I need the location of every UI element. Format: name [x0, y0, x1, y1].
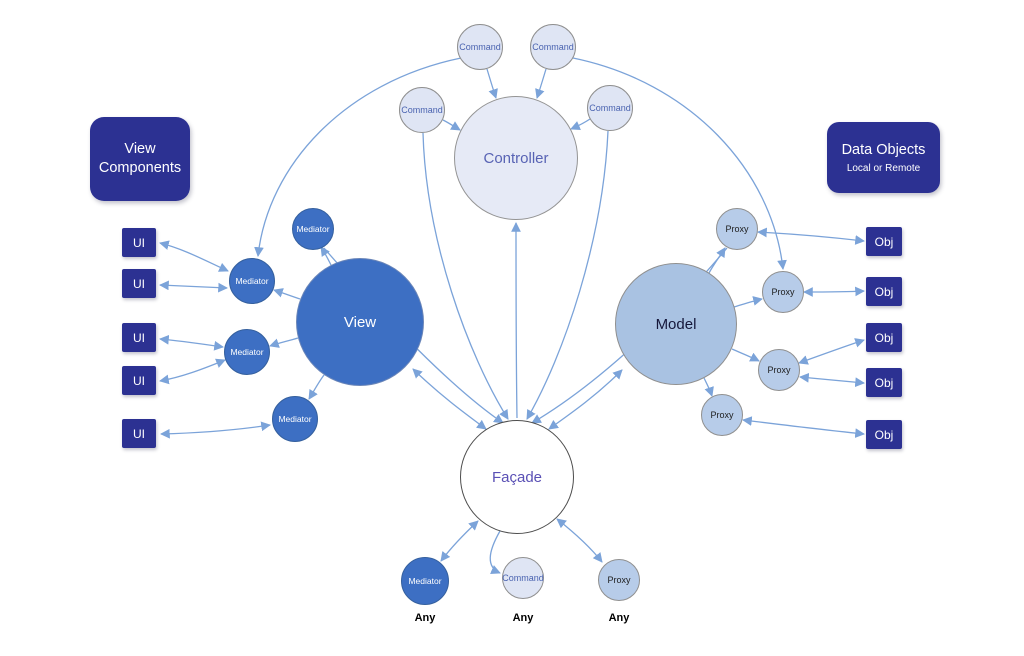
any-proxy-node: Proxy: [598, 559, 640, 601]
obj-tile: Obj: [866, 277, 902, 306]
command-node: Command: [457, 24, 503, 70]
mediator-node: Mediator: [229, 258, 275, 304]
facade-to-any-arrows: [440, 518, 603, 575]
obj-tile: Obj: [866, 420, 902, 449]
obj-tile: Obj: [866, 227, 902, 256]
proxy-node: Proxy: [716, 208, 758, 250]
panel-view-components-label: View Components: [98, 141, 182, 176]
view-node: View: [296, 258, 424, 386]
ui-tile: UI: [122, 323, 156, 352]
ui-tile: UI: [122, 419, 156, 448]
mediator-node: Mediator: [292, 208, 334, 250]
proxy-node: Proxy: [758, 349, 800, 391]
panel-data-objects: Data Objects Local or Remote: [827, 122, 940, 193]
ui-tile: UI: [122, 366, 156, 395]
facade-node: Façade: [460, 420, 574, 534]
proxy-to-obj-arrows: [742, 227, 865, 438]
panel-data-objects-subtitle: Local or Remote: [846, 162, 921, 174]
proxy-node: Proxy: [701, 394, 743, 436]
any-command-node: Command: [502, 557, 544, 599]
any-label: Any: [414, 612, 436, 624]
ui-tile: UI: [122, 228, 156, 257]
panel-data-objects-title: Data Objects: [841, 142, 926, 159]
view-to-mediator-arrows: [269, 246, 332, 400]
obj-tile: Obj: [866, 368, 902, 397]
proxy-node: Proxy: [762, 271, 804, 313]
any-label: Any: [608, 612, 630, 624]
ui-tile: UI: [122, 269, 156, 298]
obj-tile: Obj: [866, 323, 902, 352]
model-node: Model: [615, 263, 737, 385]
panel-view-components: View Components: [90, 117, 190, 201]
model-to-proxy-arrows: [703, 247, 763, 397]
command-node: Command: [587, 85, 633, 131]
any-mediator-node: Mediator: [401, 557, 449, 605]
mediator-node: Mediator: [272, 396, 318, 442]
mediator-to-ui-arrows: [159, 240, 271, 439]
controller-node: Controller: [454, 96, 578, 220]
mediator-node: Mediator: [224, 329, 270, 375]
any-label: Any: [512, 612, 534, 624]
command-to-controller-arrows: [442, 68, 591, 131]
long-sweep-arrows: [254, 57, 787, 430]
command-node: Command: [399, 87, 445, 133]
command-node: Command: [530, 24, 576, 70]
